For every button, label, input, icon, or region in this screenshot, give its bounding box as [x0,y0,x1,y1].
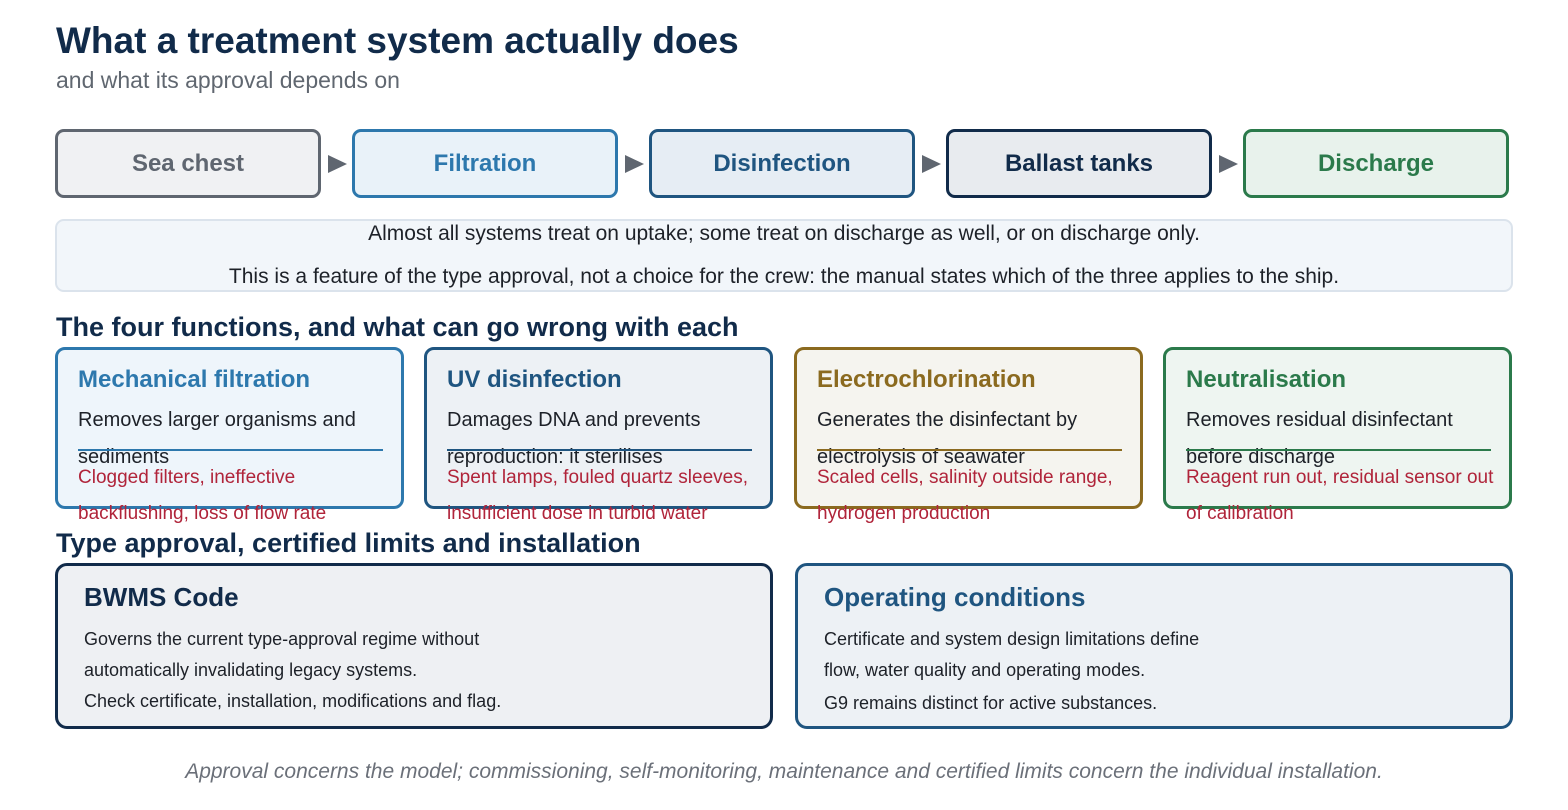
card-line-2: automatically invalidating legacy system… [84,660,418,680]
function-description: Removes larger organisms and sediments [78,409,356,468]
function-description: Damages DNA and prevents reproduction: i… [447,409,701,468]
divider [78,449,383,451]
card-line-2: flow, water quality and operating modes. [824,660,1146,680]
flow-step-label: Sea chest [131,149,245,177]
approval-heading: Type approval, certified limits and inst… [56,528,641,558]
operating-conditions-card: Operating conditions Certificate and sys… [795,563,1513,729]
divider [817,449,1122,451]
note-line-1: Almost all systems treat on uptake; some… [368,222,1200,245]
function-card-neutralisation: Neutralisation Removes residual disinfec… [1163,347,1512,524]
function-description: Generates the disinfectant by electrolys… [817,409,1078,468]
function-description: Removes residual disinfectant before dis… [1186,409,1453,468]
function-risk: Scaled cells, salinity outside range, hy… [817,467,1113,524]
flow-step-label: Filtration [433,149,537,177]
arrow-right-icon [328,155,347,173]
flow-step-label: Ballast tanks [1004,149,1154,177]
flow-step-label: Discharge [1317,149,1435,177]
function-title: Electrochlorination [817,366,1036,393]
function-risk: Clogged filters, ineffective backflushin… [78,467,327,524]
arrow-right-icon [625,155,644,173]
treatment-mode-note: Almost all systems treat on uptake; some… [55,219,1513,292]
functions-heading: The four functions, and what can go wron… [56,312,739,342]
flow-step-disinfection: Disinfection [649,129,915,198]
bwms-code-card: BWMS Code Governs the current type-appro… [55,563,773,729]
function-card-filtration: Mechanical filtration Removes larger org… [55,347,404,524]
card-line-3: G9 remains distinct for active substance… [824,693,1158,713]
flow-step-ballast-tanks: Ballast tanks [946,129,1212,198]
divider [447,449,752,451]
function-title: UV disinfection [447,366,622,393]
function-card-uv: UV disinfection Damages DNA and prevents… [424,347,773,524]
note-line-2: This is a feature of the type approval, … [228,265,1340,288]
card-title: BWMS Code [84,582,239,612]
card-line-1: Certificate and system design limitation… [824,629,1200,649]
function-title: Neutralisation [1186,366,1347,393]
footer-note: Approval concerns the model; commissioni… [185,760,1383,783]
divider [1186,449,1491,451]
page-subtitle: and what its approval depends on [56,67,400,93]
function-risk: Reagent run out, residual sensor out of … [1186,467,1494,524]
function-title: Mechanical filtration [78,366,311,393]
card-title: Operating conditions [824,582,1086,612]
flow-step-filtration: Filtration [352,129,618,198]
arrow-right-icon [1219,155,1238,173]
arrow-right-icon [922,155,941,173]
card-line-3: Check certificate, installation, modific… [84,691,502,711]
flow-step-sea-chest: Sea chest [55,129,321,198]
page-title: What a treatment system actually does [56,20,739,61]
flow-step-label: Disinfection [713,149,851,177]
function-card-electrochlorination: Electrochlorination Generates the disinf… [794,347,1143,524]
flow-step-discharge: Discharge [1243,129,1509,198]
card-line-1: Governs the current type-approval regime… [84,629,480,649]
function-risk: Spent lamps, fouled quartz sleeves, insu… [447,467,749,524]
